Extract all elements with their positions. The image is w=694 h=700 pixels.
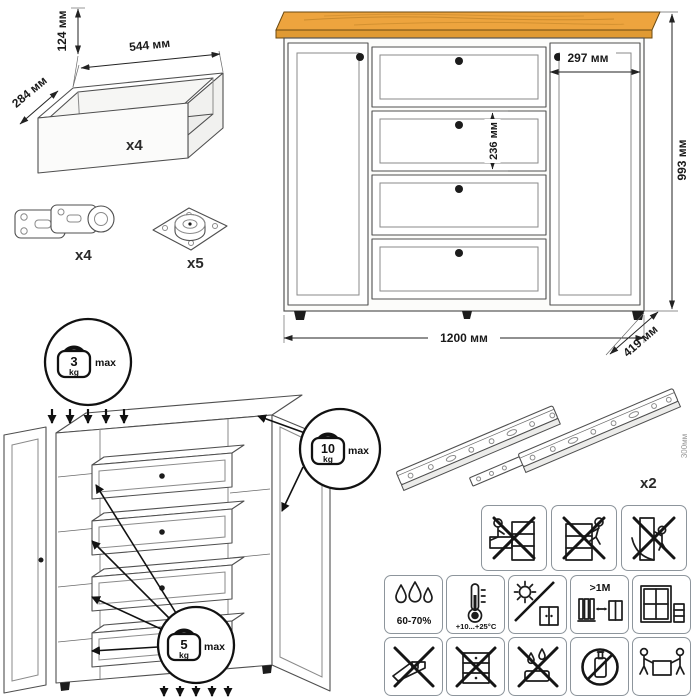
drawer-load-unit: kg xyxy=(179,650,189,660)
open-cabinet-drawing xyxy=(3,394,331,694)
load-arrows xyxy=(159,686,233,697)
load-arrows xyxy=(47,409,129,424)
top-load-limit: 3 kg max xyxy=(43,317,133,424)
commode-height-label: 993 мм xyxy=(675,139,689,180)
slide-rail-1 xyxy=(396,405,561,492)
foot xyxy=(60,682,70,691)
foot xyxy=(294,311,306,320)
door-width-label: 297 мм xyxy=(567,51,608,65)
commode-width-label: 1200 мм xyxy=(440,331,488,345)
drawer-width-label: 544 мм xyxy=(128,36,170,54)
no-direct-sunlight-icon xyxy=(508,575,567,634)
humidity-icon: 60-70% xyxy=(384,575,443,634)
drawer-load-value: 5 xyxy=(180,637,187,652)
side-load-value: 10 xyxy=(321,442,335,456)
open-left-door xyxy=(3,426,47,694)
drawer-load-limit: 5 kg max xyxy=(91,484,236,697)
no-sharp-objects-icon xyxy=(384,637,443,696)
dimension-1200: 1200 мм xyxy=(283,315,645,345)
foot-diagram: x5 xyxy=(152,207,228,272)
drawer-depth-label: 284 мм xyxy=(9,73,50,110)
hinge-qty: x4 xyxy=(75,247,92,264)
open-cabinet-diagram: 3 kg max 10 kg max xyxy=(3,317,382,697)
ventilated-room-icon xyxy=(632,575,691,634)
drawer-box-drawing xyxy=(37,72,224,174)
no-sitting-on-drawer-icon xyxy=(481,505,547,571)
right-door xyxy=(549,42,641,306)
drawer-box-qty: x4 xyxy=(126,137,143,154)
side-load-max: max xyxy=(348,445,369,457)
wood-top xyxy=(275,11,661,39)
knob xyxy=(455,57,463,65)
commode-diagram: 297 мм 236 мм 993 мм 1200 мм 419 мм xyxy=(275,11,689,360)
heat-distance-label: >1M xyxy=(589,582,610,594)
drawer-load-max: max xyxy=(204,641,225,653)
kettlebell-icon: 3 kg xyxy=(56,345,92,379)
foot-qty: x5 xyxy=(187,255,204,272)
no-standing-icon xyxy=(446,637,505,696)
foot xyxy=(462,311,472,319)
temperature-icon: +10...+25°C xyxy=(446,575,505,634)
dimension-297: 297 мм xyxy=(549,49,641,75)
knob xyxy=(159,473,165,479)
drawer-height-label: 236 мм xyxy=(488,122,500,160)
heat-distance-icon: >1M xyxy=(570,575,629,634)
knob xyxy=(455,185,463,193)
knob xyxy=(356,53,364,61)
open-drawer-2 xyxy=(91,500,245,556)
top-load-max: max xyxy=(95,357,116,369)
dimension-993: 993 мм xyxy=(644,11,689,312)
knob xyxy=(159,529,165,535)
drawer-front-2 xyxy=(371,110,547,172)
temperature-label: +10...+25°C xyxy=(455,622,496,631)
knob xyxy=(38,557,44,563)
hardware-diagram: x4 x5 xyxy=(14,204,228,272)
knob xyxy=(455,121,463,129)
no-climbing-on-drawers-icon xyxy=(551,505,617,571)
drawer-box-diagram: 124 мм 544 мм 284 мм x4 xyxy=(9,7,224,174)
foot xyxy=(262,665,272,674)
care-icons-grid: 60-70% +10...+25°C xyxy=(384,575,691,696)
top-load-value: 3 xyxy=(70,354,77,369)
knob xyxy=(455,249,463,257)
humidity-label: 60-70% xyxy=(396,616,431,627)
dimension-124: 124 мм xyxy=(55,7,85,88)
drawer-front-1 xyxy=(371,46,547,108)
hinge-diagram: x4 xyxy=(14,204,115,264)
prohibition-icons-row xyxy=(481,505,687,571)
no-solvents-icon xyxy=(570,637,629,696)
drawer-front-3 xyxy=(371,174,547,236)
top-load-unit: kg xyxy=(69,367,79,377)
slide-length-note: 300мм xyxy=(680,434,689,458)
drawer-slides-diagram: x2 300мм xyxy=(396,388,689,492)
dimension-236: 236 мм xyxy=(480,110,508,172)
no-wet-cleaning-icon xyxy=(508,637,567,696)
dimension-544: 544 мм xyxy=(72,36,224,88)
side-load-limit: 10 kg max xyxy=(257,407,382,512)
commode-body xyxy=(283,37,645,320)
drawer-front-4 xyxy=(371,238,547,300)
slides-qty: x2 xyxy=(640,475,657,492)
no-hanging-on-door-icon xyxy=(621,505,687,571)
two-person-carry-icon xyxy=(632,637,691,696)
kettlebell-icon: 10 kg xyxy=(310,432,346,466)
slide-rail-2 xyxy=(469,388,682,487)
side-load-unit: kg xyxy=(323,454,333,464)
drawer-height-label: 124 мм xyxy=(55,10,69,51)
left-door xyxy=(287,42,369,306)
kettlebell-icon: 5 kg xyxy=(166,628,202,662)
